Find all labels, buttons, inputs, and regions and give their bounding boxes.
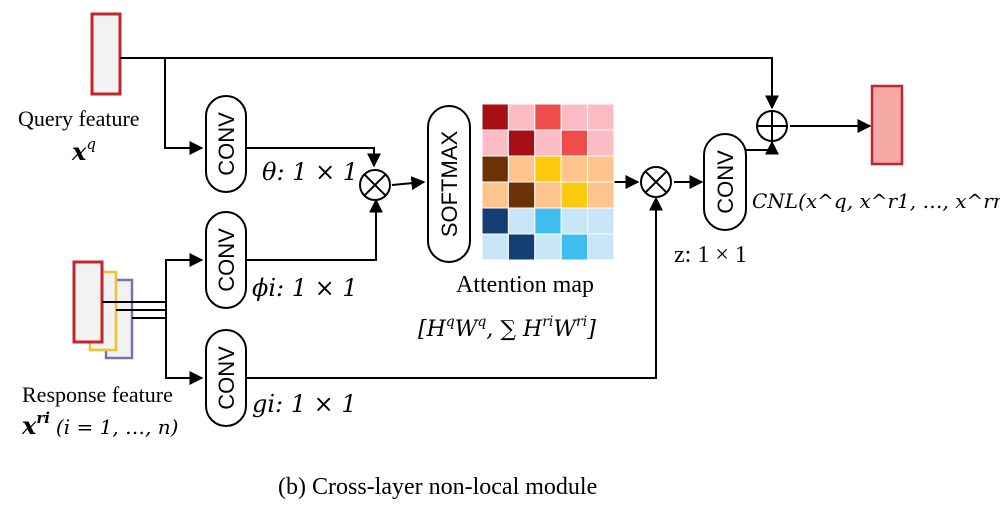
response-to-phi-line [165, 253, 204, 318]
phi-to-mul-line [246, 198, 383, 261]
skip-connection [120, 57, 779, 110]
z-to-plus-line [746, 140, 779, 155]
response-feature-label: Response feature [22, 382, 173, 407]
query-to-theta-line [164, 58, 204, 155]
conv-block-g: CONV [205, 329, 247, 427]
attention-cell [507, 103, 536, 131]
attention-cell [481, 155, 509, 183]
conv-block-g-label: CONV [214, 346, 239, 410]
conv-block-z-label: CONV [713, 150, 738, 214]
query-feature-box [90, 12, 122, 96]
attention-cell [560, 233, 589, 261]
attention-cell [481, 103, 509, 131]
response-feature-box-1 [72, 260, 104, 344]
attention-cell [587, 103, 615, 131]
query-feature-symbol: xq [71, 135, 96, 166]
attention-cell [481, 233, 509, 261]
conv-block-phi-label: CONV [214, 228, 239, 292]
output-label: CNL(x^q, x^r1, …, x^rn) [752, 189, 1000, 213]
attention-cell [587, 207, 615, 235]
attention-cell [587, 155, 615, 183]
attention-cell [560, 181, 589, 209]
response-to-g-line [165, 302, 204, 385]
attention-cell [560, 103, 589, 131]
attention-cell [534, 155, 562, 183]
g-conv-label: gi: 1 × 1 [252, 390, 357, 418]
conv-block-z: CONV [703, 133, 747, 231]
attention-cell [587, 129, 615, 157]
attention-cell [534, 129, 562, 157]
conv-block-theta: CONV [205, 95, 247, 193]
multiply-node-2 [640, 166, 672, 198]
attention-cell [507, 129, 536, 157]
attention-cell [507, 233, 536, 261]
attention-cell [481, 129, 509, 157]
softmax-block-label: SOFTMAX [437, 131, 462, 238]
attention-cell [481, 207, 509, 235]
attention-cell [560, 155, 589, 183]
z-conv-label: z: 1 × 1 [674, 242, 747, 268]
g-to-mul2-line [246, 196, 663, 379]
conv-block-theta-label: CONV [214, 112, 239, 176]
output-feature-box [870, 84, 904, 166]
multiply-node-1 [359, 169, 391, 201]
add-node [756, 110, 788, 142]
softmax-block: SOFTMAX [427, 105, 471, 263]
response-feature-symbol: xri(i = 1, …, n) [21, 409, 178, 440]
attention-map-dims: [HqWq, ∑ HriWri] [418, 314, 596, 342]
figure-caption: (b) Cross-layer non-local module [278, 474, 597, 500]
attention-cell [481, 181, 509, 209]
query-feature-label: Query feature [18, 106, 140, 131]
attention-cell [534, 233, 562, 261]
theta-to-mul-line [246, 147, 381, 168]
attention-cell [507, 155, 536, 183]
attention-map-label: Attention map [456, 272, 594, 298]
attention-cell [534, 207, 562, 235]
phi-conv-label: ϕi: 1 × 1 [252, 274, 358, 302]
attention-cell [534, 181, 562, 209]
attention-cell [560, 207, 589, 235]
attention-cell [507, 181, 536, 209]
attention-cell [534, 103, 562, 131]
theta-conv-label: θ: 1 × 1 [262, 158, 358, 186]
mul-to-softmax-line [391, 176, 426, 191]
attention-map-grid [481, 103, 615, 261]
conv-block-phi: CONV [205, 211, 247, 309]
attention-cell [587, 181, 615, 209]
attention-cell [587, 233, 615, 261]
attention-cell [507, 207, 536, 235]
attention-cell [560, 129, 589, 157]
